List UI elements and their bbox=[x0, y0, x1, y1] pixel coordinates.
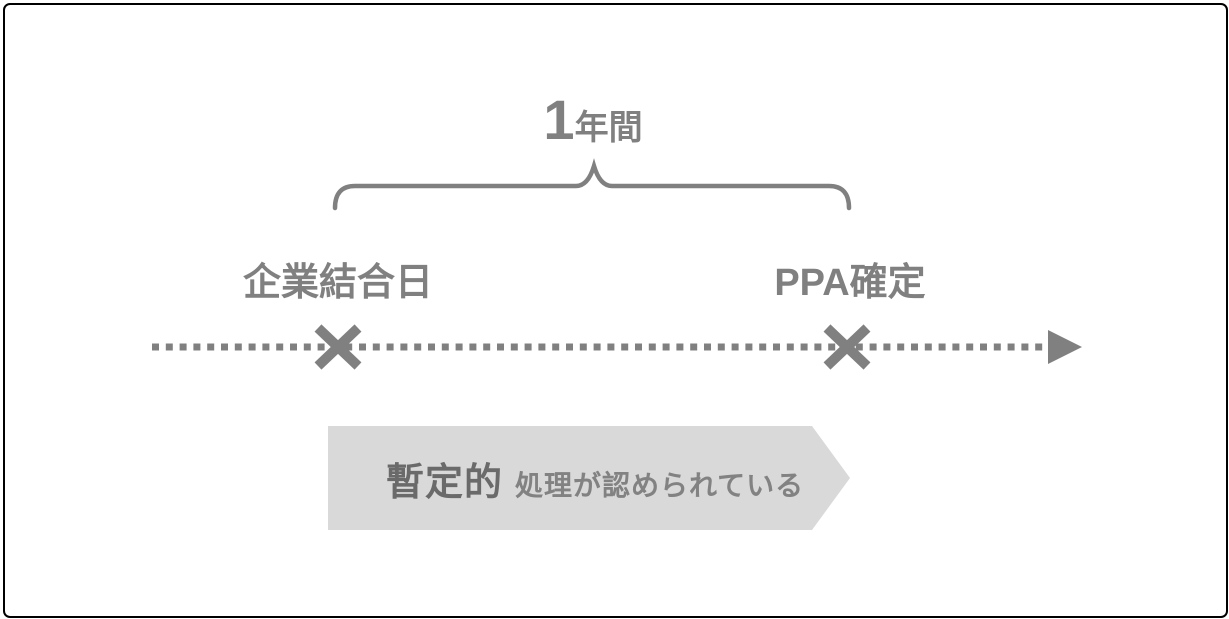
banner-emphasis: 暫定的 bbox=[386, 462, 504, 504]
duration-label: 1年間 bbox=[335, 87, 851, 152]
duration-unit: 年間 bbox=[574, 109, 643, 147]
banner-text: 暫定的 処理が認められている bbox=[374, 429, 804, 533]
arrow-right-icon bbox=[1048, 330, 1082, 364]
x-marker-start-icon bbox=[314, 324, 362, 370]
duration-number: 1 bbox=[543, 88, 575, 151]
event-label-start: 企業結合日 bbox=[242, 262, 434, 304]
x-marker-end-icon bbox=[823, 324, 871, 370]
event-label-end: PPA確定 bbox=[774, 262, 926, 304]
brace-icon bbox=[332, 158, 852, 211]
banner-description: 処理が認められている bbox=[515, 470, 805, 501]
diagram-frame: 1年間 企業結合日 PPA確定 暫定的 処理が認められている bbox=[3, 3, 1228, 618]
